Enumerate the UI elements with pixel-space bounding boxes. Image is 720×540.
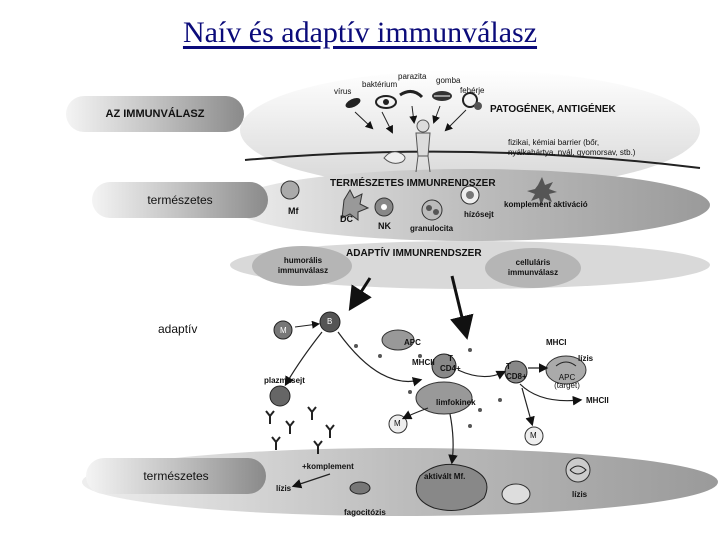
humoral-bubble bbox=[252, 246, 352, 286]
mf-label: Mf bbox=[288, 206, 299, 216]
mhci-label: MHCI bbox=[546, 338, 567, 347]
antibodies bbox=[265, 406, 335, 454]
pathway-to-activated-mf bbox=[448, 413, 458, 465]
immune-response-label: AZ IMMUNVÁLASZ bbox=[105, 108, 205, 120]
protein-icon bbox=[462, 92, 482, 110]
nk-cell-icon bbox=[374, 197, 394, 217]
m-cell-bottom-right-icon bbox=[524, 426, 544, 446]
lymphokine-dots bbox=[354, 344, 502, 428]
adaptive-band bbox=[230, 241, 710, 289]
nk-label: NK bbox=[378, 221, 391, 231]
natural-bottom-pill: természetes bbox=[86, 458, 266, 494]
m-bottom-right-label: M bbox=[530, 431, 537, 440]
adaptive-heading: ADAPTÍV IMMUNRENDSZER bbox=[346, 248, 482, 259]
natural-bottom-label: természetes bbox=[143, 469, 209, 483]
pathway-complement-lysis bbox=[291, 473, 331, 489]
th-cell-icon bbox=[431, 353, 457, 379]
fungus-icon bbox=[432, 91, 452, 101]
parasite-icon bbox=[399, 90, 424, 99]
lysis-left-label: lízis bbox=[276, 484, 292, 493]
apc-target-line1: APC bbox=[558, 373, 576, 382]
pathway-to-m-left bbox=[401, 407, 429, 420]
complement-label: komplement aktiváció bbox=[504, 200, 588, 209]
page-title: Naív és adaptív immunválasz bbox=[182, 16, 538, 49]
arrow-to-humoral bbox=[348, 277, 372, 312]
apc-label: APC bbox=[404, 338, 421, 347]
pathway-b-to-th bbox=[337, 331, 423, 387]
barrier-line2: nyálkahártya, nyál, gyomorsav, stb.) bbox=[508, 148, 636, 157]
pathway-th-to-tc bbox=[457, 369, 507, 380]
m-bottom-left-label: M bbox=[394, 419, 401, 428]
arrow-to-cellular bbox=[450, 275, 474, 340]
complement-icon bbox=[527, 177, 557, 206]
immune-response-pill: AZ IMMUNVÁLASZ bbox=[66, 96, 244, 132]
barrier-line bbox=[244, 150, 701, 169]
phagocytosis-label: fagocitózis bbox=[344, 508, 386, 517]
dendritic-cell-icon bbox=[341, 188, 370, 221]
mhcii-left-label: MHCII bbox=[412, 358, 435, 367]
activated-macrophage-icon bbox=[415, 463, 488, 511]
b-cell-icon bbox=[319, 311, 341, 333]
m-cell-bottom-left-icon bbox=[388, 414, 408, 434]
humoral-line1: humorális bbox=[283, 256, 323, 265]
natural-top-pill: természetes bbox=[92, 182, 268, 218]
virus-icon bbox=[345, 98, 361, 108]
pathway-down-m bbox=[521, 387, 535, 427]
complement-bottom-label: +komplement bbox=[302, 462, 354, 471]
lysis-cell-icon bbox=[565, 457, 591, 483]
bacterium-label: baktérium bbox=[362, 80, 398, 89]
granulocyte-label: granulocita bbox=[410, 224, 454, 233]
adaptive-label: adaptív bbox=[158, 322, 198, 336]
granulocyte-icon bbox=[421, 199, 443, 221]
innate-band bbox=[230, 169, 710, 241]
pathway-plasma bbox=[284, 331, 323, 387]
fungus-label: gomba bbox=[436, 76, 461, 85]
target-cell-icon bbox=[501, 483, 531, 505]
cellular-line2: immunválasz bbox=[507, 268, 559, 277]
virus-label: vírus bbox=[334, 87, 352, 96]
animal-icon bbox=[383, 151, 406, 164]
th-label: T bbox=[448, 354, 453, 363]
plasma-cell-icon bbox=[269, 385, 291, 407]
parasite-label: parazita bbox=[398, 72, 427, 81]
barrier-line1: fizikai, kémiai barrier (bőr, bbox=[508, 138, 600, 147]
mhcii-right-label: MHCII bbox=[586, 396, 609, 405]
cd8-label: CD8+ bbox=[506, 372, 527, 381]
lysis-right-label: lízis bbox=[578, 354, 594, 363]
memory-b-cell-icon bbox=[273, 320, 293, 340]
apc-target-line2: (target) bbox=[554, 381, 580, 390]
lymphokine-cell-icon bbox=[415, 381, 473, 415]
innate-heading: TERMÉSZETES IMMUNRENDSZER bbox=[330, 178, 496, 189]
bacterium-icon bbox=[375, 95, 397, 109]
activated-mf-label: aktivált Mf. bbox=[424, 472, 466, 481]
humoral-line2: immunválasz bbox=[277, 266, 329, 275]
dc-label: DC bbox=[340, 214, 353, 224]
cellular-line1: celluláris bbox=[515, 258, 551, 267]
target-apc-icon bbox=[545, 355, 587, 385]
plasma-cell-label: plazmasejt bbox=[264, 376, 305, 385]
m-cell-label: M bbox=[280, 326, 287, 335]
protein-label: fehérje bbox=[460, 86, 485, 95]
tc-label: T bbox=[506, 362, 511, 371]
macrophage-icon bbox=[280, 180, 300, 200]
lysis-bottom-right-label: lízis bbox=[572, 490, 588, 499]
lymphokines-label: limfokinek bbox=[436, 398, 476, 407]
cd4-label: CD4+ bbox=[440, 364, 461, 373]
cellular-bubble bbox=[485, 248, 581, 288]
mast-cell-label: hízósejt bbox=[464, 210, 494, 219]
pathogen-arrows bbox=[354, 105, 467, 134]
pathway-to-mhcii bbox=[519, 383, 583, 406]
mast-cell-icon bbox=[460, 185, 480, 205]
natural-top-label: természetes bbox=[147, 193, 213, 207]
human-figure-icon bbox=[415, 119, 431, 173]
phagocytosis-cell-icon bbox=[349, 481, 371, 495]
b-cell-label: B bbox=[327, 317, 333, 326]
pathogens-heading: PATOGÉNEK, ANTIGÉNEK bbox=[490, 104, 616, 115]
apc-cell-icon bbox=[381, 329, 415, 351]
